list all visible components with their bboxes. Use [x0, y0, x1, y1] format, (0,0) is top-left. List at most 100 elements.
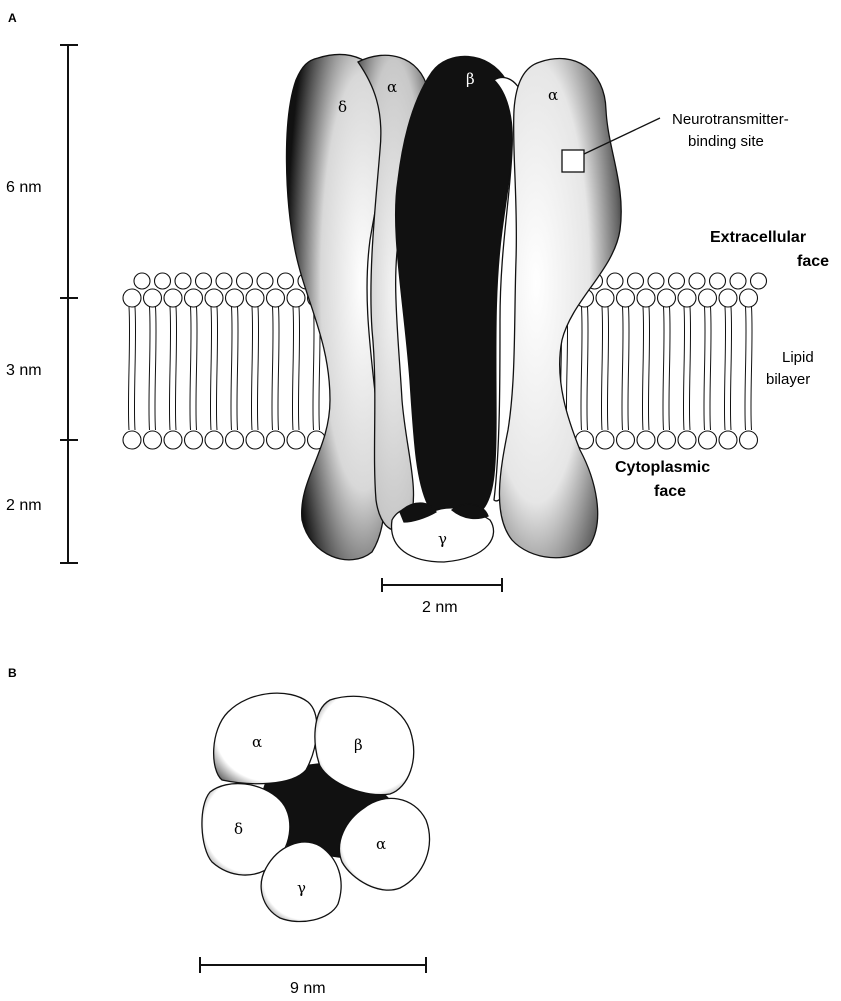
lipid-head [196, 273, 212, 289]
lipid-tail [128, 307, 129, 430]
topview-label-gamma: γ [297, 879, 306, 897]
scale-label-2nm: 2 nm [6, 497, 42, 514]
lipid-tail [278, 307, 279, 430]
lipid-head [164, 289, 182, 307]
lipid-head [678, 431, 696, 449]
subunit-beta [396, 56, 514, 518]
lipid-tail [581, 307, 582, 430]
lipid-head [257, 273, 273, 289]
extracellular-label-line1: Extracellular [710, 229, 806, 246]
lipid-tail [155, 307, 156, 430]
lipid-tail [134, 307, 135, 430]
lipid-head [216, 273, 232, 289]
lipid-head [710, 273, 726, 289]
subunit-label-alpha-right: α [548, 86, 558, 104]
binding-site-label-line2: binding site [688, 133, 764, 150]
lipid-tail [689, 307, 690, 430]
lipid-head [185, 289, 203, 307]
lipid-head [123, 289, 141, 307]
horizontal-scale-bar-b [200, 957, 426, 973]
lipid-tail [648, 307, 649, 430]
subunit-label-gamma: γ [438, 530, 447, 548]
topview-subunit-alpha-1 [214, 693, 317, 784]
lipid-head [751, 273, 767, 289]
lipid-head [155, 273, 171, 289]
topview-label-alpha-1: α [252, 733, 262, 751]
lipid-head [658, 431, 676, 449]
lipid-head [226, 431, 244, 449]
lipid-tail [175, 307, 176, 430]
lipid-head [226, 289, 244, 307]
lipid-tail [710, 307, 711, 430]
lipid-tail [313, 307, 314, 430]
subunit-label-delta: δ [338, 98, 347, 116]
lipid-tail [272, 307, 273, 430]
lipid-head [237, 273, 253, 289]
lipid-head [658, 289, 676, 307]
lipid-tail [216, 307, 217, 430]
lipid-tail [196, 307, 197, 430]
lipid-tail [601, 307, 602, 430]
lipid-head [123, 431, 141, 449]
lipid-tail [292, 307, 293, 430]
lipid-tail [149, 307, 150, 430]
lipid-head [617, 431, 635, 449]
lipid-head [740, 431, 758, 449]
lipid-head [287, 431, 305, 449]
lipid-label-line2: bilayer [766, 371, 810, 388]
lipid-head [278, 273, 294, 289]
lipid-head [246, 431, 264, 449]
lipid-tail [210, 307, 211, 430]
lipid-head [205, 431, 223, 449]
scale-label-2nm-horizontal: 2 nm [422, 599, 458, 616]
lipid-head [678, 289, 696, 307]
lipid-head [628, 273, 644, 289]
panel-a-letter: A [8, 11, 17, 25]
subunit-label-alpha-left: α [387, 78, 397, 96]
lipid-tail [587, 307, 588, 430]
panel-b-letter: B [8, 666, 17, 680]
lipid-head [287, 289, 305, 307]
lipid-tail [724, 307, 725, 430]
lipid-label-line1: Lipid [782, 349, 814, 366]
lipid-tail [683, 307, 684, 430]
lipid-head [134, 273, 150, 289]
lipid-head [596, 431, 614, 449]
scale-label-6nm: 6 nm [6, 179, 42, 196]
vertical-scale-bar [60, 45, 78, 563]
lipid-tail [298, 307, 299, 430]
lipid-head [164, 431, 182, 449]
cytoplasmic-label-line1: Cytoplasmic [615, 459, 710, 476]
lipid-head [719, 289, 737, 307]
lipid-tail [190, 307, 191, 430]
lipid-head [144, 289, 162, 307]
lipid-tail [622, 307, 623, 430]
lipid-head [607, 273, 623, 289]
lipid-head [246, 289, 264, 307]
receptor-top-view [202, 693, 430, 921]
lipid-tail [257, 307, 258, 430]
lipid-tail [607, 307, 608, 430]
lipid-tail [704, 307, 705, 430]
lipid-head [699, 289, 717, 307]
lipid-tail [251, 307, 252, 430]
lipid-head [689, 273, 705, 289]
horizontal-scale-bar-a [382, 578, 502, 592]
lipid-tail [745, 307, 746, 430]
lipid-tail [730, 307, 731, 430]
lipid-head [205, 289, 223, 307]
receptor-side-view [286, 55, 621, 562]
lipid-head [175, 273, 191, 289]
topview-label-delta: δ [234, 820, 243, 838]
lipid-head [596, 289, 614, 307]
topview-label-alpha-2: α [376, 835, 386, 853]
lipid-head [637, 289, 655, 307]
lipid-head [730, 273, 746, 289]
lipid-head [185, 431, 203, 449]
lipid-tail [169, 307, 170, 430]
scale-label-9nm: 9 nm [290, 980, 326, 997]
subunit-label-beta: β [466, 70, 475, 88]
lipid-tail [231, 307, 232, 430]
lipid-head [617, 289, 635, 307]
